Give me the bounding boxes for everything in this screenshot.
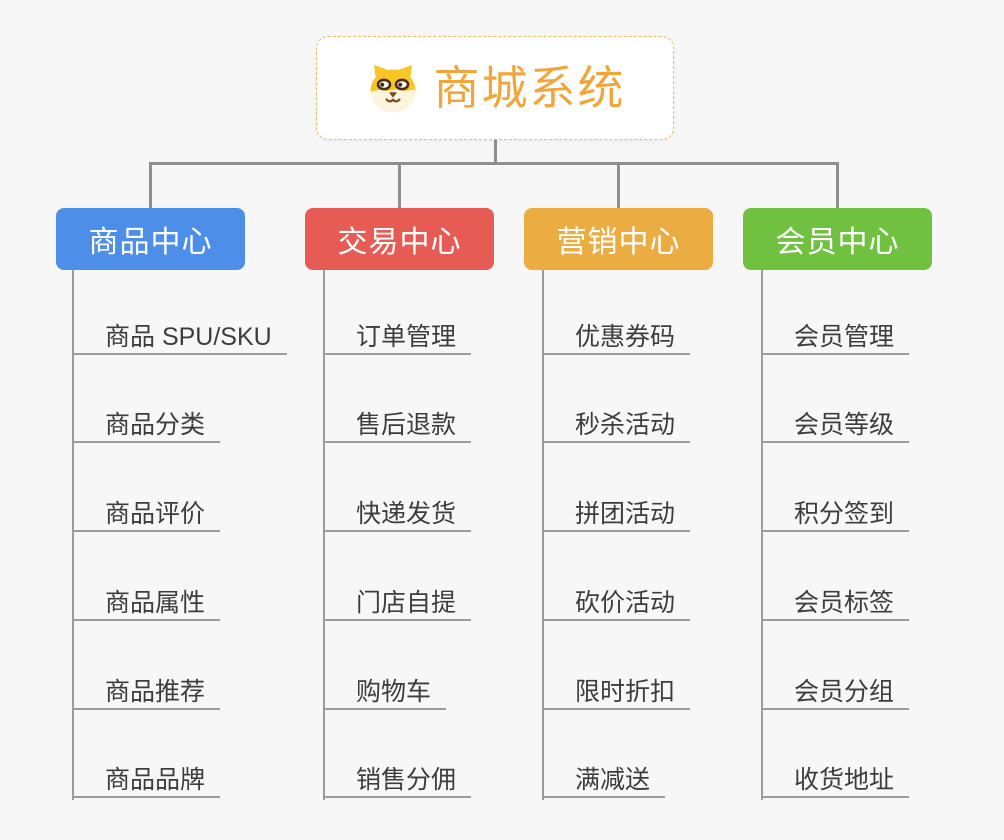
leaf-node[interactable]: 快递发货 — [323, 498, 472, 532]
leaf-node[interactable]: 拼团活动 — [542, 498, 691, 532]
root-title: 商城系统 — [433, 62, 626, 114]
branch-drop-connector — [149, 162, 152, 208]
leaf-node[interactable]: 砍价活动 — [542, 587, 691, 621]
leaf-node[interactable]: 会员等级 — [761, 409, 910, 443]
leaf-node[interactable]: 会员分组 — [761, 676, 910, 710]
leaf-node[interactable]: 售后退款 — [323, 409, 472, 443]
leaf-node[interactable]: 会员管理 — [761, 321, 910, 355]
leaf-node[interactable]: 订单管理 — [323, 321, 472, 355]
branch-spine-line — [323, 270, 325, 800]
leaf-node[interactable]: 会员标签 — [761, 587, 910, 621]
leaf-node[interactable]: 收货地址 — [761, 764, 910, 798]
leaf-node[interactable]: 商品分类 — [72, 409, 221, 443]
leaf-node[interactable]: 销售分佣 — [323, 764, 472, 798]
leaf-node[interactable]: 商品 SPU/SKU — [72, 321, 287, 355]
leaf-node[interactable]: 积分签到 — [761, 498, 910, 532]
leaf-node[interactable]: 商品推荐 — [72, 676, 221, 710]
leaf-node[interactable]: 商品评价 — [72, 498, 221, 532]
branch-node-product-center[interactable]: 商品中心 — [56, 208, 245, 270]
branch-node-member-center[interactable]: 会员中心 — [743, 208, 932, 270]
leaf-node[interactable]: 满减送 — [542, 764, 666, 798]
leaf-node[interactable]: 秒杀活动 — [542, 409, 691, 443]
branch-drop-connector — [617, 162, 620, 208]
leaf-node[interactable]: 限时折扣 — [542, 676, 691, 710]
trunk-connector — [149, 162, 839, 165]
branch-spine-line — [761, 270, 763, 800]
shiba-dog-icon — [370, 65, 415, 113]
leaf-node[interactable]: 门店自提 — [323, 587, 472, 621]
root-stem-connector — [494, 140, 497, 165]
leaf-node[interactable]: 购物车 — [323, 676, 447, 710]
branch-drop-connector — [398, 162, 401, 208]
branch-node-marketing-center[interactable]: 营销中心 — [524, 208, 713, 270]
root-node[interactable]: 商城系统 — [316, 36, 674, 140]
leaf-node[interactable]: 商品品牌 — [72, 764, 221, 798]
branch-node-trade-center[interactable]: 交易中心 — [305, 208, 494, 270]
branch-spine-line — [72, 270, 74, 800]
leaf-node[interactable]: 优惠券码 — [542, 321, 691, 355]
branch-drop-connector — [836, 162, 839, 208]
branch-spine-line — [542, 270, 544, 800]
leaf-node[interactable]: 商品属性 — [72, 587, 221, 621]
